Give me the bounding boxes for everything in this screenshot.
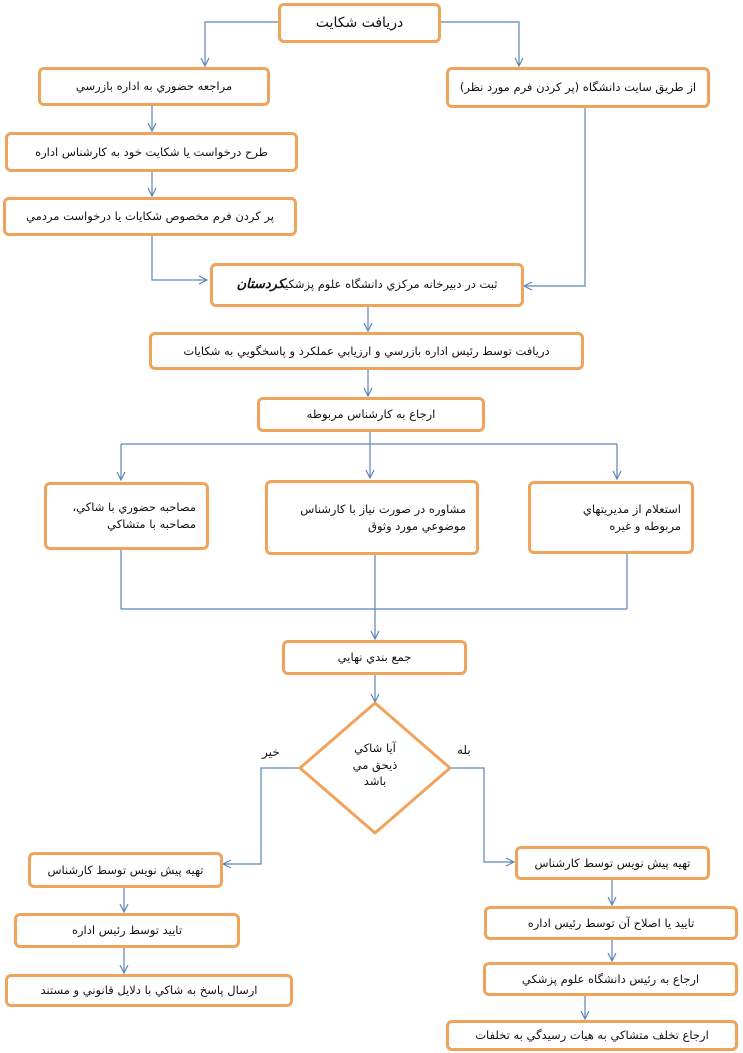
node-university-website: از طريق سايت دانشگاه (پر كردن فرم مورد ن… — [446, 67, 710, 108]
node-refer-to-expert: ارجاع به كارشناس مربوطه — [257, 397, 485, 432]
node-yes-approve: تاييد يا اصلاح آن توسط رئيس اداره — [484, 906, 738, 940]
connector-start-left — [205, 21, 278, 66]
connector-form-register — [151, 236, 207, 280]
node-no-draft: تهيه پيش نويس توسط كارشناس — [28, 852, 223, 888]
connector-website-register — [524, 108, 586, 286]
node-yes-refer-president: ارجاع به رئيس دانشگاه علوم پزشكي — [483, 962, 738, 996]
decision-question: آيا شاكي ذيحق مي باشد — [352, 741, 398, 789]
node-register-secretariat: ثبت در دبيرخانه مركزي دانشگاه علوم پزشكي… — [210, 263, 524, 307]
label-no: خير — [262, 745, 280, 759]
node-receive-complaint: دريافت شكايت — [278, 3, 441, 43]
connector-decision-no — [223, 767, 300, 864]
node-fill-form: پر كردن فرم مخصوص شكايات يا درخواست مردم… — [3, 197, 297, 236]
node-interview: مصاحبه حضوري با شاكي، مصاحبه با متشاكي — [44, 482, 209, 550]
node-yes-refer-violation: ارجاع تخلف متشاكي به هيات رسيدگي به تخلف… — [446, 1020, 738, 1051]
node-review-by-head: دريافت توسط رئيس اداره بازرسي و ارزيابي … — [149, 332, 584, 370]
bold-word-kurdistan: كردستان — [236, 276, 286, 292]
decision-diamond — [298, 701, 452, 835]
connector-decision-yes — [450, 767, 514, 862]
node-no-approve: تاييد توسط رئيس اداره — [14, 913, 240, 948]
node-yes-draft: تهيه پيش نويس توسط كارشناس — [515, 846, 710, 880]
node-state-request: طرح درخواست يا شكايت خود به كارشناس ادار… — [5, 132, 298, 172]
node-consult-expert: مشاوره در صورت نياز با كارشناس موضوعي مو… — [265, 480, 479, 555]
node-inquiry-management: استعلام از مديريتهاي مربوطه و غيره — [528, 481, 694, 554]
connector-start-right — [441, 21, 519, 66]
label-yes: بله — [457, 743, 471, 757]
node-in-person-visit: مراجعه حضوري به اداره بازرسي — [38, 67, 270, 106]
node-final-summary: جمع بندي نهايي — [282, 640, 467, 675]
node-no-send-response: ارسال پاسخ به شاكي با دلايل قانوني و مست… — [5, 974, 293, 1007]
